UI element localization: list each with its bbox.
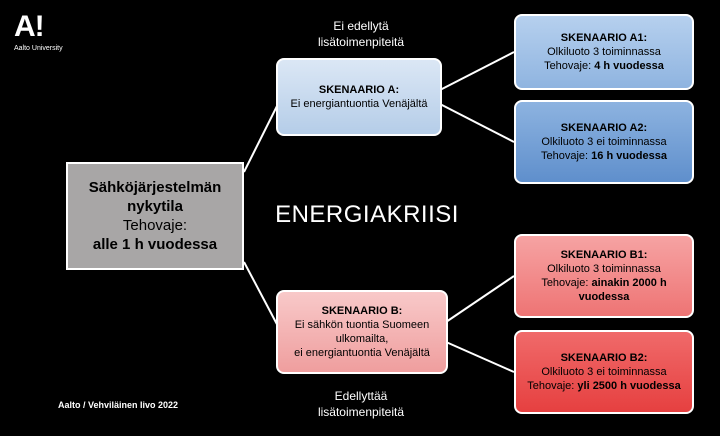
connector-current-to-b <box>243 261 281 331</box>
connector-current-to-a <box>243 99 281 173</box>
scenario-a-desc: Ei energiantuontia Venäjältä <box>290 98 428 110</box>
center-label: ENERGIAKRIISI <box>275 201 459 228</box>
scenario-a2-value: 16 h vuodessa <box>591 150 667 162</box>
logo-mark: A! <box>14 10 45 43</box>
scenario-b-title: SKENAARIO B: <box>321 305 403 317</box>
current-state-line1: Sähköjärjestelmän <box>88 179 222 196</box>
scenario-a2-prefix: Tehovaje: <box>541 150 592 162</box>
scenario-b2-line1: Olkiluoto 3 ei toiminnassa <box>541 366 667 378</box>
scenario-b2-prefix: Tehovaje: <box>527 380 578 392</box>
note-bottom-line2: lisätoimenpiteitä <box>317 405 405 419</box>
scenario-b1-box: SKENAARIO B1: Olkiluoto 3 toiminnassa Te… <box>514 234 694 318</box>
scenario-a-box: SKENAARIO A: Ei energiantuontia Venäjält… <box>276 58 442 136</box>
current-state-line2: nykytila <box>127 198 183 215</box>
scenario-a1-title: SKENAARIO A1: <box>560 32 648 44</box>
scenario-b1-power-shortage: Tehovaje: ainakin 2000 h <box>541 276 666 290</box>
current-state-box: Sähköjärjestelmän nykytila Tehovaje: all… <box>66 162 244 270</box>
scenario-b2-box: SKENAARIO B2: Olkiluoto 3 ei toiminnassa… <box>514 330 694 414</box>
scenario-a1-prefix: Tehovaje: <box>544 60 595 72</box>
scenario-b2-value: yli 2500 h vuodessa <box>577 380 681 392</box>
connector-b-to-b2 <box>445 341 515 373</box>
scenario-a2-box: SKENAARIO A2: Olkiluoto 3 ei toiminnassa… <box>514 100 694 184</box>
scenario-a1-power-shortage: Tehovaje: 4 h vuodessa <box>544 59 664 73</box>
scenario-b-line2: ulkomailta, <box>335 333 389 345</box>
connector-a-to-a1 <box>439 51 515 91</box>
scenario-b1-line1: Olkiluoto 3 toiminnassa <box>547 263 661 275</box>
footer-credit: Aalto / Vehviläinen Iivo 2022 <box>58 400 179 410</box>
scenario-b2-power-shortage: Tehovaje: yli 2500 h vuodessa <box>527 379 681 393</box>
scenario-b1-title: SKENAARIO B1: <box>560 249 648 261</box>
scenario-a1-value: 4 h vuodessa <box>594 60 664 72</box>
scenario-a-title: SKENAARIO A: <box>318 84 400 96</box>
current-state-line3: Tehovaje: <box>122 217 188 234</box>
scenario-a1-box: SKENAARIO A1: Olkiluoto 3 toiminnassa Te… <box>514 14 694 90</box>
scenario-a2-title: SKENAARIO A2: <box>560 122 648 134</box>
logo-subtitle: Aalto University <box>14 45 63 52</box>
scenario-a1-line1: Olkiluoto 3 toiminnassa <box>547 46 661 58</box>
connector-a-to-a2 <box>439 103 515 143</box>
current-state-line4: alle 1 h vuodessa <box>92 236 218 253</box>
note-bottom: Edellyttää lisätoimenpiteitä <box>296 388 426 420</box>
scenario-a2-power-shortage: Tehovaje: 16 h vuodessa <box>541 149 667 163</box>
scenario-b-line3: ei energiantuontia Venäjältä <box>294 347 430 359</box>
scenario-b-line1: Ei sähkön tuontia Suomeen <box>294 319 430 331</box>
connector-b-to-b1 <box>445 275 515 323</box>
note-top-line1: Ei edellytä <box>333 19 389 33</box>
scenario-b1-value2: vuodessa <box>578 291 630 303</box>
note-top-line2: lisätoimenpiteitä <box>317 35 405 49</box>
note-bottom-line1: Edellyttää <box>334 389 388 403</box>
scenario-b2-title: SKENAARIO B2: <box>560 352 648 364</box>
note-top: Ei edellytä lisätoimenpiteitä <box>296 18 426 50</box>
aalto-logo: A! Aalto University <box>14 12 63 53</box>
scenario-a2-line1: Olkiluoto 3 ei toiminnassa <box>541 136 667 148</box>
scenario-b-box: SKENAARIO B: Ei sähkön tuontia Suomeen u… <box>276 290 448 374</box>
scenario-b1-prefix: Tehovaje: <box>541 277 592 289</box>
scenario-b1-value: ainakin 2000 h <box>591 277 667 289</box>
